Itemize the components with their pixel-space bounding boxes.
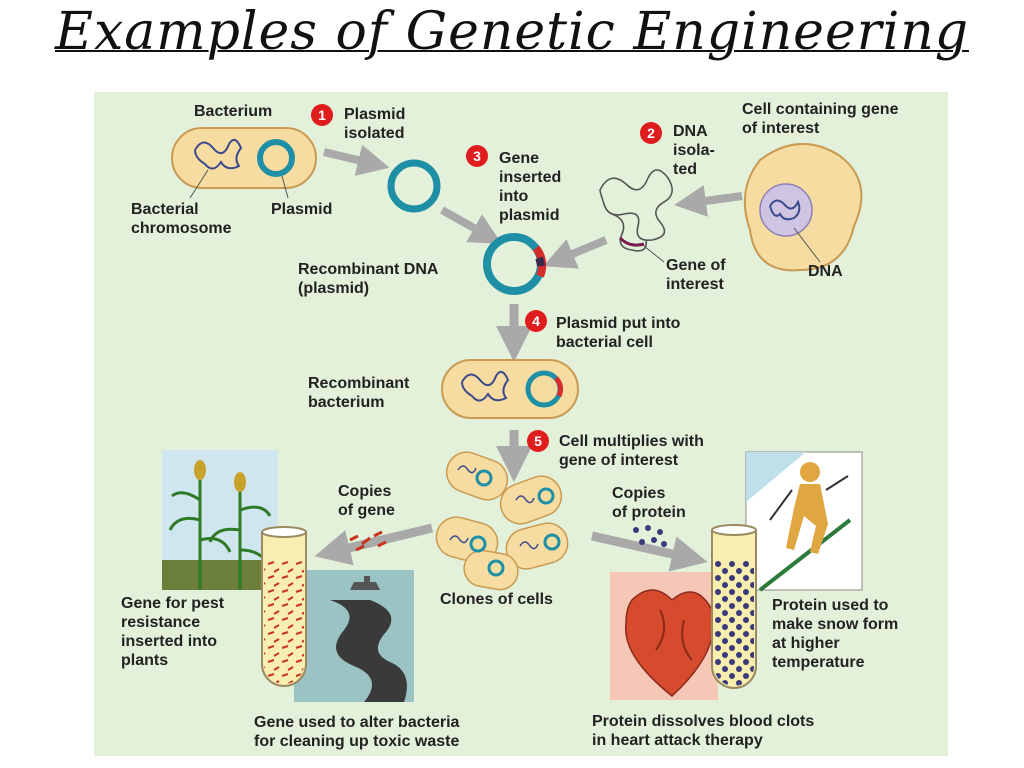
step-4-label: Plasmid put into bacterial cell <box>556 315 681 351</box>
gene-segment <box>618 236 645 247</box>
step-5-label: Cell multiplies with gene of interest <box>559 433 704 469</box>
corn-plants-image <box>162 450 278 590</box>
bacterial-chromosome-label: Bacterial chromosome <box>131 201 232 237</box>
copies-of-gene-label: Copies of gene <box>338 483 395 519</box>
protein-test-tube <box>711 524 757 689</box>
snow-label: Protein used to make snow form at higher… <box>772 597 899 671</box>
step-5-badge: 5 <box>527 430 549 452</box>
step-3-label: Gene inserted into plasmid <box>499 150 562 224</box>
toxic-waste-label: Gene used to alter bacteria for cleaning… <box>254 714 460 750</box>
oil-spill-image <box>294 570 414 702</box>
recombinant-dna-label: Recombinant DNA (plasmid) <box>298 261 439 297</box>
blood-clots-label: Protein dissolves blood clots in heart a… <box>592 713 815 749</box>
step-1-label: Plasmid isolated <box>344 106 406 142</box>
gene-of-interest-label: Gene of interest <box>666 257 726 293</box>
arrow-dna-isolated <box>674 185 743 217</box>
recombinant-plasmid <box>483 233 547 295</box>
arrow-plasmid-to-recombinant <box>440 206 502 244</box>
heart-image <box>610 572 718 700</box>
step-2-badge: 2 <box>640 122 662 144</box>
plasmid-label: Plasmid <box>271 201 333 218</box>
gene-copies <box>349 530 387 552</box>
arrow-gene-to-plasmid <box>543 236 608 269</box>
page-title: Examples of Genetic Engineering <box>54 2 969 62</box>
clones-of-cells-label: Clones of cells <box>440 591 553 608</box>
gene-pointer <box>643 245 665 263</box>
bacterium-label: Bacterium <box>194 103 273 120</box>
bacterium-cell <box>171 127 317 189</box>
arrow-to-copies-gene <box>314 523 434 566</box>
skier-image <box>745 451 863 592</box>
isolated-dna-strand <box>599 169 673 252</box>
arrow-to-copies-protein <box>591 531 708 572</box>
plasmid-pointer <box>281 175 289 199</box>
copies-of-protein-label: Copies of protein <box>612 485 686 521</box>
arrow-to-plasmid <box>323 144 390 176</box>
step-2-label: DNA isola- ted <box>673 123 715 178</box>
recombinant-bacterium-label: Recombinant bacterium <box>308 375 410 411</box>
step-1-badge: 1 <box>311 104 333 126</box>
dna-label: DNA <box>808 263 843 280</box>
chromosome-pointer <box>189 169 209 199</box>
isolated-plasmid <box>387 159 441 213</box>
clone-cells <box>435 451 569 591</box>
pest-resistance-label: Gene for pest resistance inserted into p… <box>121 595 225 669</box>
step-4-badge: 4 <box>525 310 547 332</box>
donor-cell <box>743 143 863 272</box>
dna-pointer <box>793 227 821 263</box>
gene-test-tube <box>261 526 307 687</box>
step-3-badge: 3 <box>466 145 488 167</box>
recombinant-bacterium <box>441 359 579 419</box>
cell-containing-gene-label: Cell containing gene of interest <box>742 101 899 137</box>
protein-copies <box>633 525 667 547</box>
